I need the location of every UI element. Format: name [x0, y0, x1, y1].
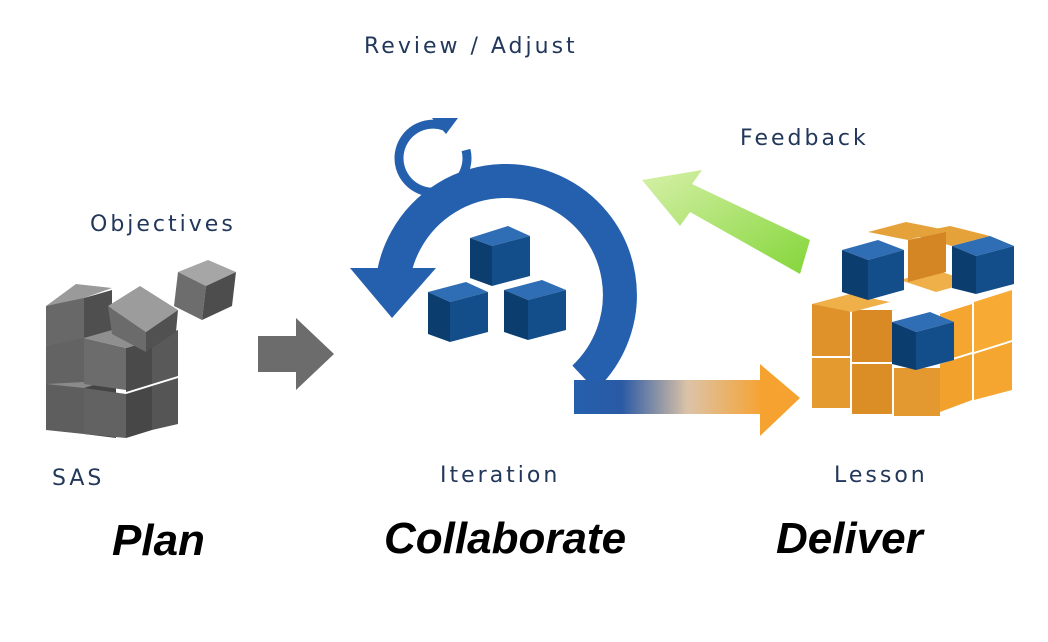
sas-label: SAS [52, 466, 105, 491]
blue-cubes-icon [428, 226, 566, 342]
stage-collaborate: Collaborate [384, 514, 627, 563]
stage-deliver: Deliver [776, 514, 923, 563]
iteration-label: Iteration [440, 463, 561, 488]
lesson-label: Lesson [834, 463, 928, 488]
gray-cube-stack-icon [46, 260, 236, 438]
iteration-cycle-icon [350, 118, 800, 436]
feedback-label: Feedback [740, 126, 869, 151]
gray-right-arrow-icon [258, 318, 334, 390]
green-feedback-arrow-icon [642, 170, 810, 274]
objectives-label: Objectives [90, 212, 236, 237]
orange-cube-stack-icon [812, 222, 1014, 416]
stage-plan: Plan [112, 516, 205, 565]
review-adjust-label: Review / Adjust [364, 34, 578, 59]
